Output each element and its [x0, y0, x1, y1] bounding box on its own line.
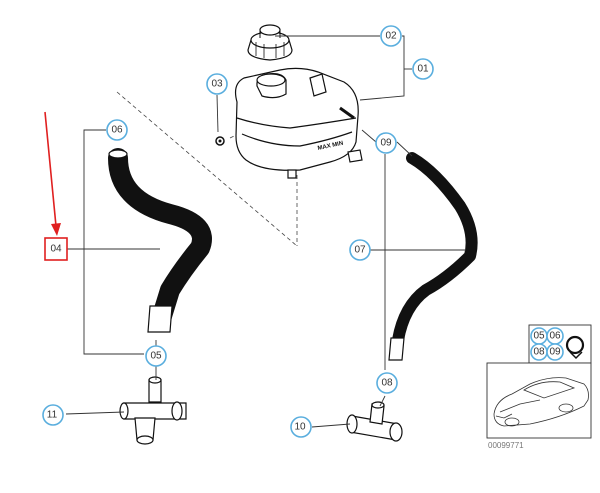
callout-08-label: 08 — [381, 378, 393, 389]
highlight-arrow — [44, 111, 61, 236]
callout-11-label: 11 — [47, 410, 58, 421]
callout-07[interactable]: 07 — [349, 239, 371, 261]
t-connector-right[interactable] — [346, 401, 403, 442]
hose-right[interactable] — [388, 152, 478, 361]
hose-left[interactable] — [108, 148, 212, 333]
kit-label-08: 08 — [533, 347, 545, 358]
callout-01[interactable]: 01 — [412, 58, 434, 80]
kit-label-05: 05 — [533, 331, 545, 342]
kit-label-06: 06 — [549, 331, 561, 342]
callout-02-label: 02 — [385, 31, 397, 42]
clamp-kit-box[interactable]: 05 06 08 09 — [528, 324, 592, 364]
t-connector-left[interactable] — [119, 376, 187, 445]
callout-10-label: 10 — [294, 422, 306, 433]
hose-clamp-icon — [565, 335, 585, 355]
diagram-image-number: 00099771 — [488, 441, 524, 450]
callout-05[interactable]: 05 — [145, 345, 167, 367]
callout-03-label: 03 — [211, 79, 223, 90]
callout-04-highlighted[interactable]: 04 — [44, 237, 68, 261]
callout-04-label: 04 — [50, 244, 62, 255]
callout-09[interactable]: 09 — [375, 132, 397, 154]
callout-01-label: 01 — [417, 64, 429, 75]
callout-03[interactable]: 03 — [206, 73, 228, 95]
callout-10[interactable]: 10 — [290, 416, 312, 438]
callout-06-label: 06 — [111, 125, 123, 136]
expansion-tank[interactable]: MAX MIN — [234, 67, 363, 179]
leader-lines — [65, 35, 466, 428]
kit-label-09: 09 — [549, 347, 561, 358]
car-icon — [493, 377, 589, 427]
tank-level-label: MAX MIN — [317, 141, 344, 152]
callout-02[interactable]: 02 — [380, 25, 402, 47]
callout-09-label: 09 — [380, 138, 392, 149]
callout-08[interactable]: 08 — [376, 372, 398, 394]
callout-11[interactable]: 11 — [42, 404, 64, 426]
vehicle-thumbnail[interactable]: 00099771 — [486, 362, 592, 450]
callout-07-label: 07 — [354, 245, 366, 256]
filler-cap[interactable] — [247, 24, 293, 61]
hex-nut[interactable] — [215, 136, 225, 146]
callout-06[interactable]: 06 — [106, 119, 128, 141]
callout-05-label: 05 — [150, 351, 162, 362]
